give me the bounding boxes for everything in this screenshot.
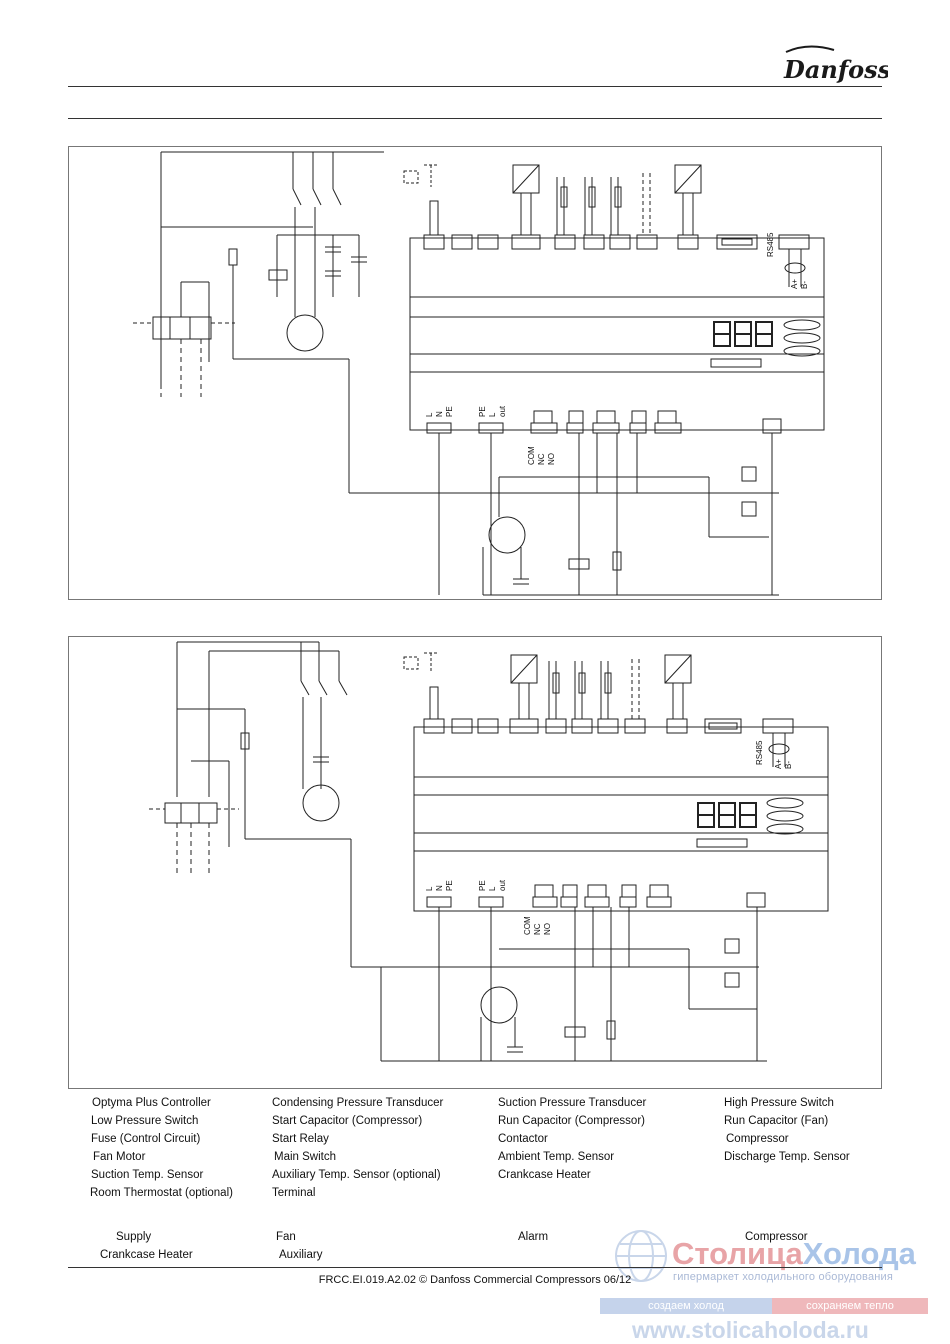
- top-terminals: [423, 234, 810, 250]
- relay-contacts: [533, 410, 677, 424]
- b-minus-label: B-: [800, 281, 809, 289]
- legend-item: Ambient Temp. Sensor: [498, 1151, 615, 1163]
- footer-rule: [68, 1267, 882, 1268]
- legend-item: Run Capacitor (Fan): [724, 1115, 829, 1127]
- l2-label: L: [488, 412, 497, 417]
- legend-item: Start Relay: [272, 1133, 329, 1145]
- pe-label: PE: [445, 406, 454, 417]
- watermark-bar-left: создаем холод: [600, 1298, 772, 1314]
- legend-item: Start Capacitor (Compressor): [272, 1115, 423, 1127]
- pe-label-2: PE: [445, 880, 454, 891]
- l-label: L: [425, 412, 434, 417]
- a-plus-label: A+: [790, 278, 799, 289]
- n-label-2: N: [435, 885, 444, 891]
- legend-item: High Pressure Switch: [724, 1097, 834, 1109]
- legend-supply: Supply: [116, 1231, 152, 1243]
- legend-item: Suction Pressure Transducer: [498, 1097, 647, 1109]
- watermark-subtitle: гипермаркет холодильного оборудования: [673, 1271, 894, 1283]
- legend-item: Fuse (Control Circuit): [91, 1133, 201, 1145]
- no-label: NO: [547, 453, 556, 465]
- legend-item: Crankcase Heater: [498, 1169, 591, 1181]
- pe2-label-2: PE: [478, 880, 487, 891]
- legend-item: Suction Temp. Sensor: [91, 1169, 204, 1181]
- rs485-label: RS485: [766, 232, 775, 257]
- legend-item: Discharge Temp. Sensor: [724, 1151, 850, 1163]
- wiring-diagram-2: RS485 A+ B- L N PE PE L out COM NC NO: [68, 636, 882, 1089]
- legend-item: Main Switch: [274, 1151, 336, 1163]
- legend-item: Fan Motor: [93, 1151, 146, 1163]
- out-label: out: [498, 405, 507, 417]
- legend-auxiliary: Auxiliary: [279, 1249, 323, 1261]
- legend-item: Room Thermostat (optional): [90, 1187, 233, 1199]
- legend-alarm: Alarm: [518, 1231, 549, 1243]
- out-label-2: out: [498, 879, 507, 891]
- l-label-2: L: [425, 886, 434, 891]
- legend-fan: Fan: [276, 1231, 296, 1243]
- legend-item: Low Pressure Switch: [91, 1115, 199, 1127]
- legend-item: Compressor: [726, 1133, 789, 1145]
- danfoss-logo: Danfoss: [783, 45, 888, 84]
- segment-display: [713, 321, 773, 347]
- b-minus-label-2: B-: [784, 761, 793, 769]
- header-rule-bottom: [68, 118, 882, 119]
- legend-item: Optyma Plus Controller: [92, 1097, 211, 1109]
- com-label: COM: [527, 446, 536, 465]
- watermark-title: СтолицаХолода: [672, 1236, 916, 1271]
- nc-label-2: NC: [533, 923, 542, 935]
- pe2-label: PE: [478, 406, 487, 417]
- footer-text: FRCC.EI.019.A2.02 © Danfoss Commercial C…: [318, 1274, 632, 1286]
- legend-item: Auxiliary Temp. Sensor (optional): [272, 1169, 441, 1181]
- header-rule-top: [68, 86, 882, 87]
- legend-crankcase: Crankcase Heater: [100, 1249, 193, 1261]
- segment-display-2: [697, 802, 757, 828]
- watermark-bar-right: сохраняем тепло: [772, 1298, 928, 1314]
- svg-text:Danfoss: Danfoss: [783, 55, 888, 84]
- relay-contacts-2: [534, 884, 669, 898]
- wiring-diagram-1: RS485 A+ B- L N PE PE L out COM NC NO: [68, 146, 882, 600]
- watermark-url: www.stolicaholoda.ru: [632, 1317, 869, 1343]
- legend-item: Run Capacitor (Compressor): [498, 1115, 645, 1127]
- a-plus-label-2: A+: [774, 758, 783, 769]
- globe-icon: [615, 1230, 667, 1282]
- legend-item: Condensing Pressure Transducer: [272, 1097, 444, 1109]
- l2-label-2: L: [488, 886, 497, 891]
- legend-item: Terminal: [272, 1187, 316, 1199]
- rs485-label-2: RS485: [755, 740, 764, 765]
- nc-label: NC: [537, 453, 546, 465]
- n-label: N: [435, 411, 444, 417]
- legend-compressor: Compressor: [745, 1231, 808, 1243]
- legend-item: Contactor: [498, 1133, 548, 1145]
- no-label-2: NO: [543, 923, 552, 935]
- top-terminals-2: [423, 718, 794, 734]
- com-label-2: COM: [523, 916, 532, 935]
